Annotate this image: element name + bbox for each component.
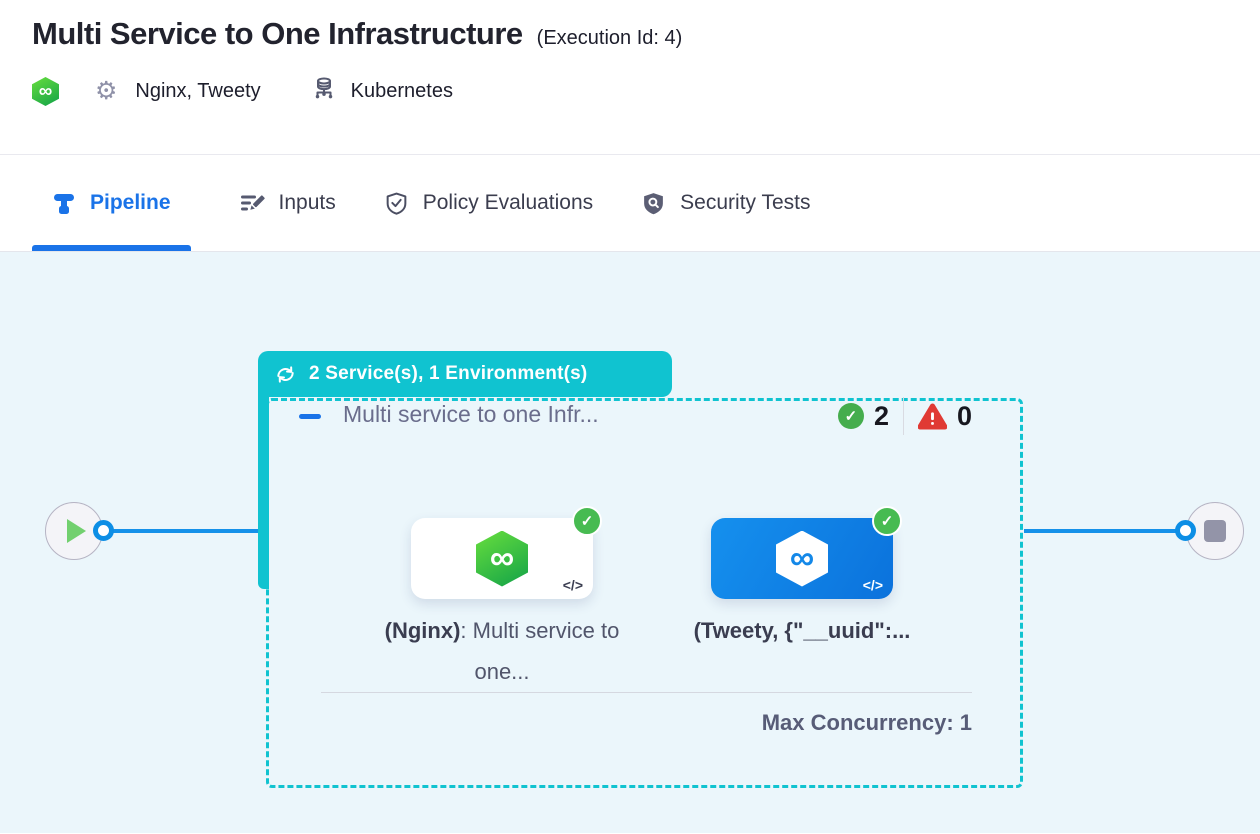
service-step-label: (Tweety, {"__uuid":... [677, 610, 927, 651]
infrastructure-icon [311, 76, 337, 107]
service-step-tweety[interactable]: ∞ </> ✓ [711, 506, 902, 599]
execution-id: (Execution Id: 4) [536, 27, 683, 49]
code-icon: </> [862, 577, 883, 593]
pipeline-canvas: 2 Service(s), 1 Environment(s) Multi ser… [0, 252, 1260, 833]
pipeline-edge-left [106, 529, 258, 533]
pipeline-icon [52, 190, 76, 216]
failed-count: 0 [956, 400, 972, 431]
success-count: 2 [873, 400, 889, 431]
service-name: (Tweety, {"__uuid":... [693, 618, 911, 643]
matrix-stage-box: Multi service to one Infr... ✓ 2 0 ∞ </>… [266, 397, 1023, 788]
stage-group-header[interactable]: 2 Service(s), 1 Environment(s) [258, 351, 672, 397]
max-concurrency-label: Max Concurrency: 1 [761, 710, 972, 735]
service-step-label: (Nginx): Multi service to one... [377, 610, 627, 692]
check-glyph: ✓ [880, 513, 894, 530]
execution-meta-row: ∞ ⚙ Nginx, Tweety Kubernetes [32, 76, 1228, 107]
stage-divider [321, 692, 972, 693]
counts-divider [902, 397, 904, 435]
sync-icon [274, 363, 297, 386]
gear-icon: ⚙ [95, 77, 118, 105]
stage-group-strip [258, 382, 269, 589]
policy-shield-check-icon [384, 191, 409, 216]
play-icon [67, 519, 86, 543]
harness-service-icon: ∞ [476, 530, 528, 587]
stage-status-counts: ✓ 2 0 [837, 397, 972, 435]
connector-port-right[interactable] [1175, 520, 1196, 541]
tab-label: Pipeline [90, 191, 171, 214]
tab-pipeline[interactable]: Pipeline [32, 155, 191, 251]
service-name: (Nginx) [384, 618, 461, 643]
collapse-stage-button[interactable] [299, 414, 321, 419]
tab-security-tests[interactable]: Security Tests [641, 155, 811, 251]
failed-warning-icon [917, 403, 947, 430]
security-shield-scan-icon [641, 191, 666, 216]
harness-cd-icon: ∞ [32, 77, 59, 106]
service-desc: : Multi service to one... [460, 618, 620, 684]
infinity-glyph: ∞ [38, 80, 53, 102]
tab-inputs[interactable]: Inputs [239, 155, 336, 251]
stage-title: Multi service to one Infr... [343, 401, 599, 427]
harness-service-icon: ∞ [776, 530, 828, 587]
infinity-glyph: ∞ [489, 539, 515, 577]
check-glyph: ✓ [580, 513, 594, 530]
code-icon: </> [562, 577, 583, 593]
page-title: Multi Service to One Infrastructure [32, 16, 523, 51]
services-list: Nginx, Tweety [135, 80, 261, 102]
environment-name: Kubernetes [350, 80, 453, 102]
check-glyph: ✓ [844, 408, 858, 425]
page-header: Multi Service to One Infrastructure (Exe… [0, 0, 1260, 155]
tab-label: Security Tests [680, 191, 811, 214]
step-success-badge: ✓ [872, 506, 902, 536]
step-success-badge: ✓ [572, 506, 602, 536]
pipeline-edge-right [1024, 529, 1180, 533]
stop-icon [1204, 520, 1226, 542]
stage-group-label: 2 Service(s), 1 Environment(s) [309, 363, 588, 384]
tab-label: Policy Evaluations [422, 191, 594, 214]
service-step-nginx[interactable]: ∞ </> ✓ [411, 506, 602, 599]
tab-bar: Pipeline Inputs Policy Evaluations [0, 155, 1260, 252]
connector-port-left[interactable] [93, 520, 114, 541]
infinity-glyph: ∞ [789, 539, 815, 577]
tab-policy-evaluations[interactable]: Policy Evaluations [384, 155, 593, 251]
inputs-icon [239, 191, 265, 215]
title-row: Multi Service to One Infrastructure (Exe… [32, 16, 1228, 52]
success-check-icon: ✓ [837, 403, 864, 429]
tab-label: Inputs [278, 191, 336, 214]
